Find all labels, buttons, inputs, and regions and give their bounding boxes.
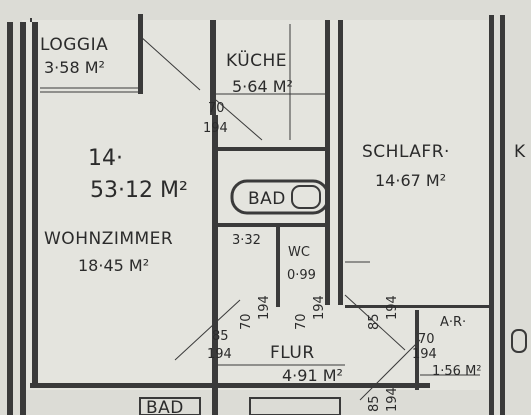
- room-ar-name: A·R·: [440, 315, 466, 330]
- wall-schlafr-left-b: [338, 20, 343, 305]
- room-loggia-area: 3·58 M²: [44, 58, 105, 77]
- room-bad-area: 3·32: [232, 233, 261, 248]
- door-kueche-height: 194: [203, 121, 228, 136]
- room-k-right-name: K: [514, 142, 526, 162]
- door-ar-height: 194: [412, 347, 437, 362]
- room-wc-name: WC: [288, 245, 310, 260]
- door-entry-width: 85: [367, 395, 382, 412]
- wall-left-outer: [20, 22, 26, 415]
- door-schlafr-width: 85: [367, 313, 382, 330]
- room-ar-area: 1·56 M²: [432, 364, 482, 379]
- door-schlafr-height: 194: [385, 295, 400, 320]
- door-flur-left-width: 85: [212, 329, 229, 344]
- room-kueche-name: KÜCHE: [226, 49, 287, 71]
- room-flur-name: FLUR: [270, 343, 315, 363]
- room-schlafr-name: SCHLAFR·: [362, 142, 450, 162]
- door-ar-width: 70: [418, 332, 435, 347]
- door-bad-height: 194: [257, 295, 272, 320]
- door-bad-label: 70 194: [239, 295, 272, 330]
- door-schlafr-label: 85 194: [367, 295, 400, 330]
- wall-stub: [30, 18, 32, 22]
- wall-ar-top: [345, 305, 490, 308]
- bathtub-drain-icon: [291, 185, 321, 209]
- door-wc-width: 70: [294, 313, 309, 330]
- door-entry-height: 194: [385, 387, 400, 412]
- door-kueche-width: 70: [208, 101, 225, 116]
- lower-bath-outline: [139, 397, 201, 415]
- wall-wc-left: [276, 227, 280, 307]
- wall-loggia-right: [138, 14, 143, 94]
- wall-ar-left: [415, 310, 419, 390]
- lower-fixture-outline: [249, 397, 341, 415]
- flur-door-swing: [174, 299, 241, 361]
- apartment-total-area: 53·12 M²: [90, 178, 188, 203]
- door-wc-height: 194: [312, 295, 327, 320]
- wall-right-a: [489, 15, 494, 415]
- room-kueche-area: 5·64 M²: [232, 77, 293, 96]
- thin-lines: [40, 24, 480, 401]
- room-loggia-name: LOGGIA: [40, 35, 108, 55]
- door-entry-label: 85 194: [367, 387, 400, 412]
- apartment-number: 14·: [88, 146, 123, 171]
- room-flur-area: 4·91 M²: [282, 366, 343, 385]
- room-bad-lower-name: BAD: [146, 398, 184, 415]
- plan-area: [22, 20, 492, 390]
- wall-bath-bottom: [218, 223, 328, 227]
- door-flur-left-height: 194: [207, 347, 232, 362]
- room-wc-area: 0·99: [287, 268, 316, 283]
- bathtub-icon: [230, 179, 330, 215]
- room-wohnzimmer-area: 18·45 M²: [78, 256, 149, 275]
- schlafr-door-swing: [344, 294, 406, 351]
- wall-left-inner: [32, 22, 38, 387]
- wall-bottom: [30, 383, 430, 388]
- room-bad-name: BAD: [248, 189, 286, 209]
- door-wc-label: 70 194: [294, 295, 327, 330]
- kitchen-door-swing: [215, 99, 263, 141]
- wall-core-left: [212, 115, 218, 415]
- wall-kitchen-bottom: [218, 147, 328, 151]
- room-schlafr-area: 14·67 M²: [375, 171, 446, 190]
- loggia-door-swing: [139, 35, 201, 91]
- room-wohnzimmer-name: WOHNZIMMER: [44, 229, 173, 249]
- ar-door-swing: [359, 339, 421, 401]
- wall-schlafr-left-a: [325, 20, 330, 305]
- wall-far-left: [7, 22, 13, 415]
- walls: [7, 14, 505, 415]
- wall-right-b: [500, 15, 505, 415]
- door-bad-width: 70: [239, 313, 254, 330]
- sink-icon: [511, 329, 527, 353]
- wall-kitchen-left: [210, 20, 216, 115]
